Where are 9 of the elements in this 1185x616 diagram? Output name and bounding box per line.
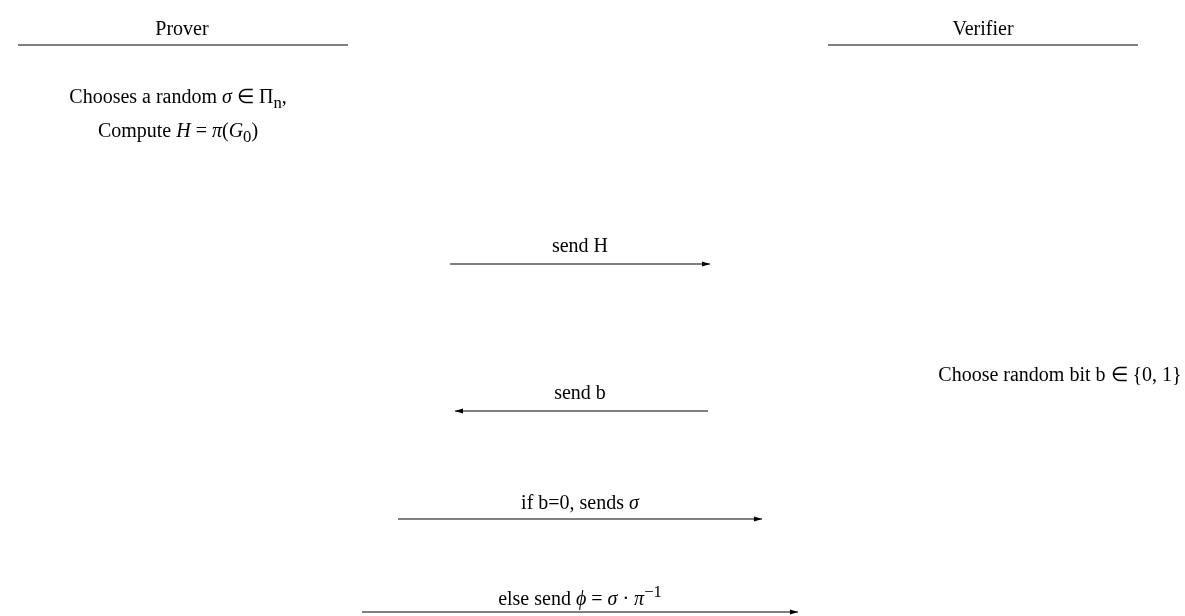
step-text: Choose random bit b ∈ {0, 1}: [938, 362, 1182, 386]
message-label: if b=0, sends σ: [521, 490, 639, 514]
party-heading: Verifier: [952, 16, 1014, 40]
message-label: send H: [551, 233, 609, 257]
message-label: send b: [554, 380, 606, 404]
step-text: Compute H = π(G$_{0}$): [97, 118, 259, 148]
message-label: else send ϕ = σ · π$^{−1}$: [498, 581, 662, 610]
step-text: Chooses a random σ ∈ Π$_{n}$,: [69, 84, 287, 114]
party-heading: Prover: [155, 16, 209, 40]
